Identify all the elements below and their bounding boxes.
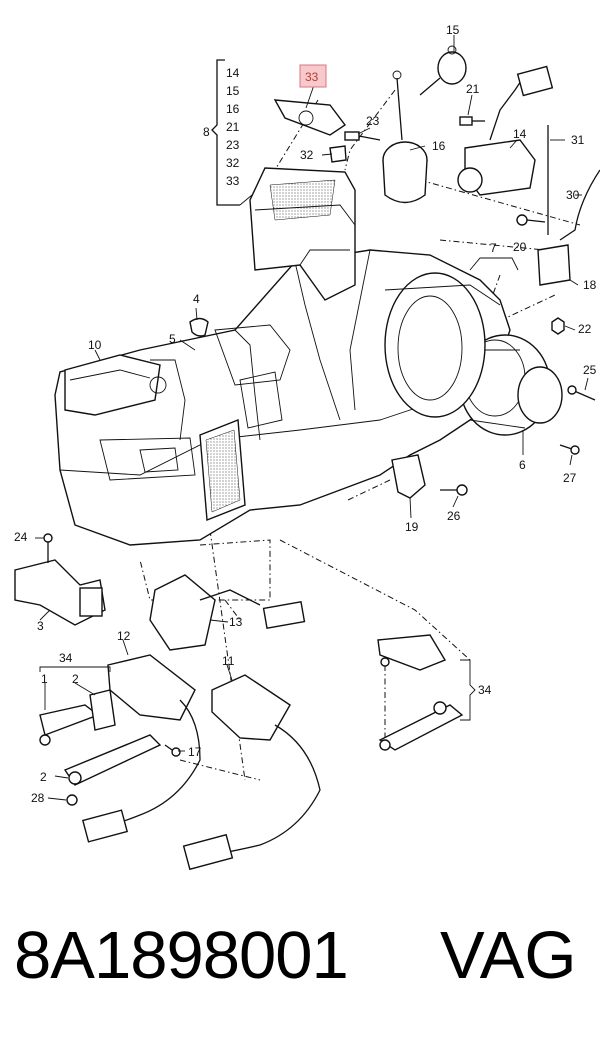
callout-31: 31 (571, 133, 585, 147)
callout-2-bottom: 2 (40, 770, 47, 784)
group-34-right-bracket (460, 659, 476, 721)
callout-13: 13 (229, 615, 243, 629)
callout-33: 33 (305, 70, 319, 84)
group-8-item: 33 (226, 174, 240, 188)
part-21-screw (459, 116, 485, 126)
part-24-screw (43, 533, 53, 563)
callout-28: 28 (31, 791, 45, 805)
callout-26: 26 (447, 509, 461, 523)
part-30-hose (559, 169, 600, 241)
callout-6: 6 (519, 458, 526, 472)
callout-1: 1 (41, 672, 48, 686)
leader-lines (35, 35, 589, 801)
callout-19: 19 (405, 520, 419, 534)
part-17-screw (164, 744, 181, 757)
group-7-bracket (469, 257, 519, 271)
callout-3: 3 (37, 619, 44, 633)
part-4-clip (189, 317, 209, 337)
callout-15: 15 (446, 23, 460, 37)
callout-16: 16 (432, 139, 446, 153)
filter-panel (199, 419, 246, 521)
callout-25: 25 (583, 363, 597, 377)
part-23-screw (344, 131, 381, 141)
callout-23: 23 (366, 114, 380, 128)
callout-34-left: 34 (59, 651, 73, 665)
part-10-module (64, 354, 167, 416)
part-25-screw (567, 385, 596, 401)
part-33-bracket (273, 99, 347, 136)
blower-housing-ring (384, 272, 501, 418)
part-14-actuator (457, 65, 554, 196)
callout-10: 10 (88, 338, 102, 352)
group-34-left-bracket (39, 666, 111, 672)
group-8-list: 14 15 16 21 23 32 33 (226, 66, 240, 188)
group-8-item: 32 (226, 156, 240, 170)
part-18-valve (537, 244, 571, 286)
callout-11: 11 (222, 654, 235, 668)
callout-8: 8 (203, 125, 210, 139)
callout-2-top: 2 (72, 672, 79, 686)
callout-20: 20 (513, 240, 527, 254)
callout-30: 30 (566, 188, 580, 202)
upper-flap-housing (249, 167, 356, 301)
group-8-item: 23 (226, 138, 240, 152)
group-8-item: 14 (226, 66, 240, 80)
callout-7: 7 (490, 241, 497, 255)
part-13-actuator (149, 574, 306, 651)
part-27-screw (559, 444, 580, 455)
callout-24: 24 (14, 530, 28, 544)
callout-5: 5 (169, 332, 176, 346)
group-8-bracket (211, 59, 253, 206)
brand-label: VAG (440, 918, 577, 993)
callout-labels: 15 21 23 16 14 31 30 32 20 7 18 4 22 5 1… (14, 23, 597, 805)
callout-4: 4 (193, 292, 200, 306)
part-32-clip (329, 145, 347, 163)
callout-21: 21 (466, 82, 480, 96)
callout-14: 14 (513, 127, 527, 141)
part-16-actuator (382, 70, 428, 204)
part-20-screw (516, 214, 546, 226)
callout-18: 18 (583, 278, 597, 292)
part-19-sensor (391, 454, 426, 499)
callout-17: 17 (188, 745, 202, 759)
part-3-bracket (14, 559, 106, 626)
callout-22: 22 (578, 322, 592, 336)
part-26-screw (440, 484, 468, 496)
lever-assembly-left (39, 689, 162, 806)
highlight-box (299, 64, 327, 88)
callout-32: 32 (300, 148, 314, 162)
part-15-vacuum-unit (419, 45, 467, 96)
group-8-item: 16 (226, 102, 240, 116)
callout-34-right: 34 (478, 683, 492, 697)
footer: 8A1898001 VAG (0, 912, 600, 1032)
callout-12: 12 (117, 629, 131, 643)
part-12-control-unit (81, 654, 201, 843)
group-8-item: 15 (226, 84, 240, 98)
callout-33-highlight: 33 (299, 64, 327, 88)
callout-27: 27 (563, 471, 577, 485)
part-number: 8A1898001 (14, 918, 349, 993)
lever-assembly-right (377, 634, 464, 751)
part-22-nut (551, 317, 565, 335)
group-8-item: 21 (226, 120, 240, 134)
hvac-exploded-diagram: 14 15 16 21 23 32 33 8 (14, 23, 600, 871)
part-11-control-unit (182, 674, 321, 871)
